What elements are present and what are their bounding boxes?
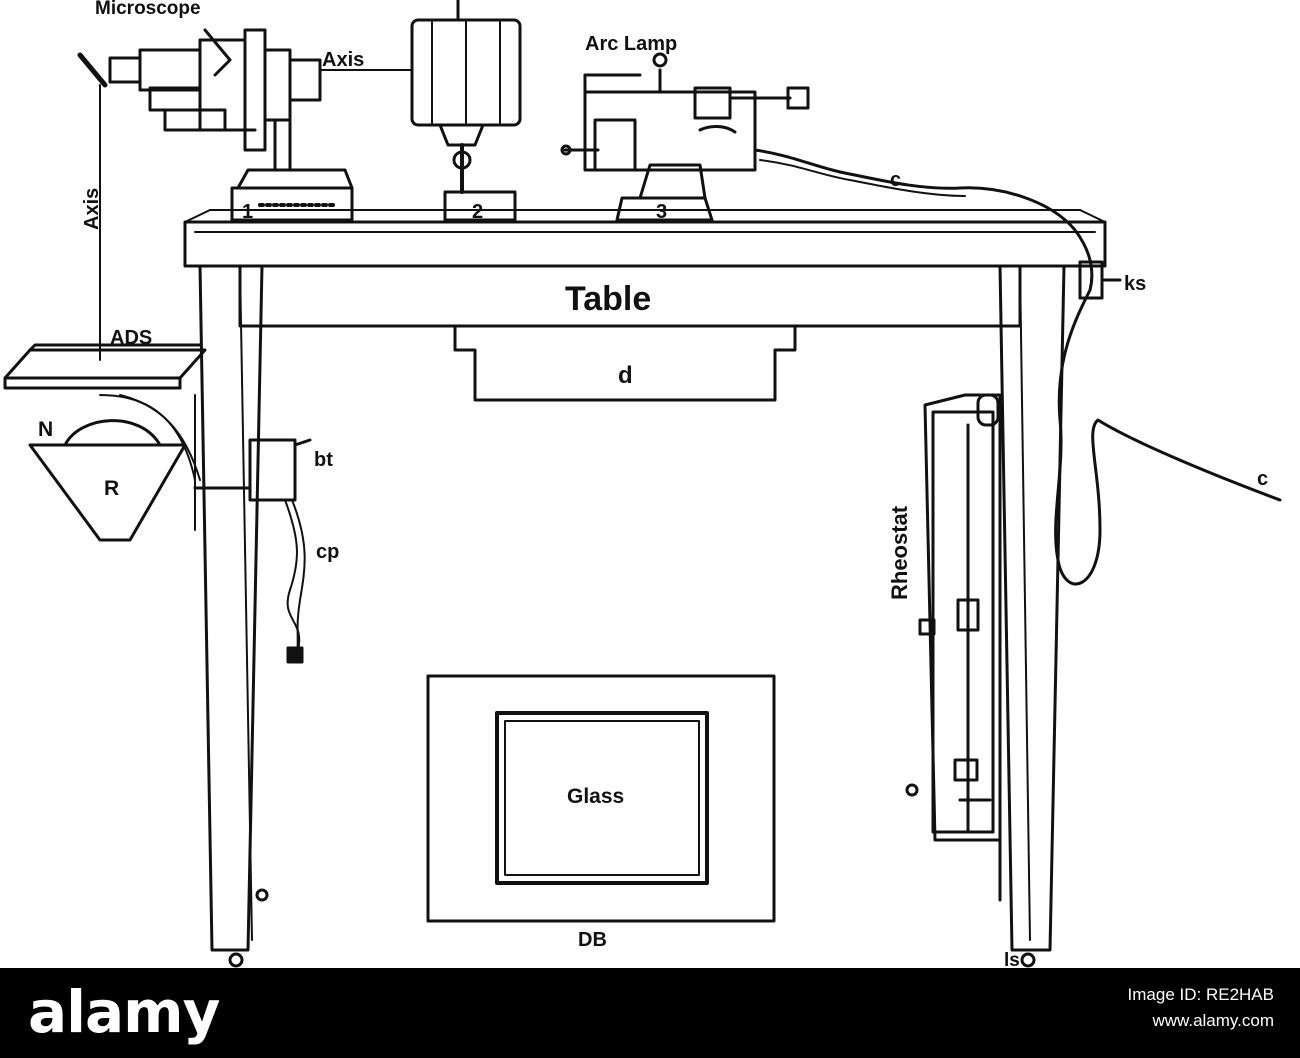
- label-ks: ks: [1124, 273, 1146, 295]
- base-1: [230, 186, 354, 222]
- label-bt: bt: [314, 449, 333, 471]
- label-axis-side: Axis: [81, 188, 103, 230]
- drawing-surface-ads: [3, 348, 207, 380]
- label-n: N: [38, 418, 53, 441]
- mirror-m: [77, 52, 108, 88]
- image-id: Image ID: RE2HAB: [1127, 985, 1274, 1004]
- table-leg-left: [198, 264, 264, 952]
- label-table: Table: [565, 280, 651, 318]
- lens-n: [63, 419, 162, 447]
- label-arc-lamp: Arc Lamp: [585, 33, 677, 55]
- website-link[interactable]: www.alamy.com: [1152, 1011, 1274, 1030]
- label-ads: ADS: [110, 327, 152, 349]
- label-r: R: [104, 477, 119, 500]
- brand-logo: alamy: [28, 978, 220, 1046]
- caster-left: [228, 952, 244, 968]
- apparatus-drawing: Microscope Arc Lamp Axis Axis ADS N R Ta…: [3, 0, 1282, 968]
- label-glass: Glass: [567, 785, 624, 808]
- label-rheostat: Rheostat: [887, 505, 912, 600]
- drawing-surface-assembly: [3, 343, 252, 542]
- stock-footer: alamy Image ID: RE2HAB www.alamy.com: [0, 968, 1300, 1058]
- apparatus-figure: Microscope Arc Lamp Axis Axis ADS N R Ta…: [3, 0, 1282, 968]
- label-microscope: Microscope: [95, 0, 201, 19]
- table-leg-right: [998, 264, 1066, 952]
- arc-lamp: [560, 52, 810, 172]
- label-cable-top: c: [890, 169, 901, 191]
- condenser-housing: [410, 0, 522, 194]
- label-base-2: 2: [472, 201, 483, 223]
- stock-meta: Image ID: RE2HAB www.alamy.com: [1128, 982, 1274, 1034]
- table: [183, 209, 1107, 968]
- microscope: [77, 28, 322, 172]
- label-drawer: d: [618, 362, 633, 389]
- label-base-3: 3: [656, 201, 667, 223]
- label-db: DB: [578, 929, 607, 951]
- reflector-r: [28, 443, 187, 542]
- drawing-board: [426, 674, 776, 923]
- base-2: [443, 190, 517, 222]
- label-cp: cp: [316, 541, 339, 563]
- drawer: [453, 324, 797, 402]
- rheostat: [905, 393, 1002, 902]
- glass-pane: [495, 711, 709, 885]
- label-ls: ls: [1004, 950, 1020, 968]
- caster-right: [1020, 952, 1036, 968]
- label-axis-top: Axis: [322, 49, 364, 71]
- optical-bench: [230, 163, 714, 222]
- table-top: [183, 220, 1107, 268]
- label-cable-right: c: [1257, 468, 1268, 490]
- base-3: [615, 196, 714, 222]
- connector-bt: [248, 438, 312, 664]
- power-cable: [753, 148, 1282, 586]
- label-base-1: 1: [242, 201, 253, 223]
